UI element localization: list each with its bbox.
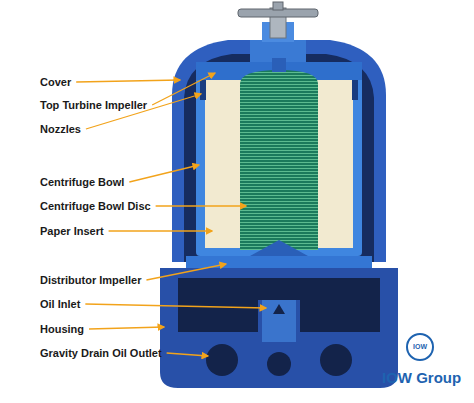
handle-knob [273, 2, 283, 10]
leader-line [129, 165, 199, 182]
part-label: Paper Insert [40, 225, 104, 238]
leader-line [152, 73, 215, 105]
centrifuge-bowl [196, 66, 362, 256]
part-label: Cover [40, 76, 71, 89]
cover-shell [172, 40, 386, 262]
part-label: Centrifuge Bowl [40, 176, 124, 189]
outlet-port [206, 344, 238, 376]
part-label: Nozzles [40, 123, 81, 136]
filter-body [160, 2, 398, 388]
disc-stack [240, 70, 318, 250]
cover-cavity [184, 54, 374, 262]
outlet-port [320, 344, 352, 376]
part-label: Centrifuge Bowl Disc [40, 200, 151, 213]
nozzle [200, 80, 206, 100]
leader-line [146, 264, 226, 280]
spindle [272, 58, 286, 72]
part-label: Housing [40, 323, 84, 336]
leader-line [76, 80, 180, 82]
leader-line [167, 353, 208, 356]
part-label: Oil Inlet [40, 298, 80, 311]
distributor-cone [250, 240, 308, 256]
nozzle [352, 80, 358, 100]
leader-line [156, 205, 246, 206]
leader-line [85, 304, 266, 308]
housing [160, 268, 398, 388]
distributor-impeller [186, 256, 372, 270]
part-label: Top Turbine Impeller [40, 99, 147, 112]
leader-line [109, 230, 212, 231]
logo-ring [407, 334, 433, 360]
part-label: Distributor Impeller [40, 274, 141, 287]
part-label: Gravity Drain Oil Outlet [40, 347, 162, 360]
leader-line [89, 327, 164, 329]
flow-arrow [273, 304, 285, 314]
logo-text: IOW Group [382, 369, 461, 386]
oil-inlet-pillar [262, 300, 296, 342]
leader-lines [76, 73, 266, 356]
inlet-port [267, 352, 291, 376]
logo-mark: IOW [413, 343, 427, 351]
